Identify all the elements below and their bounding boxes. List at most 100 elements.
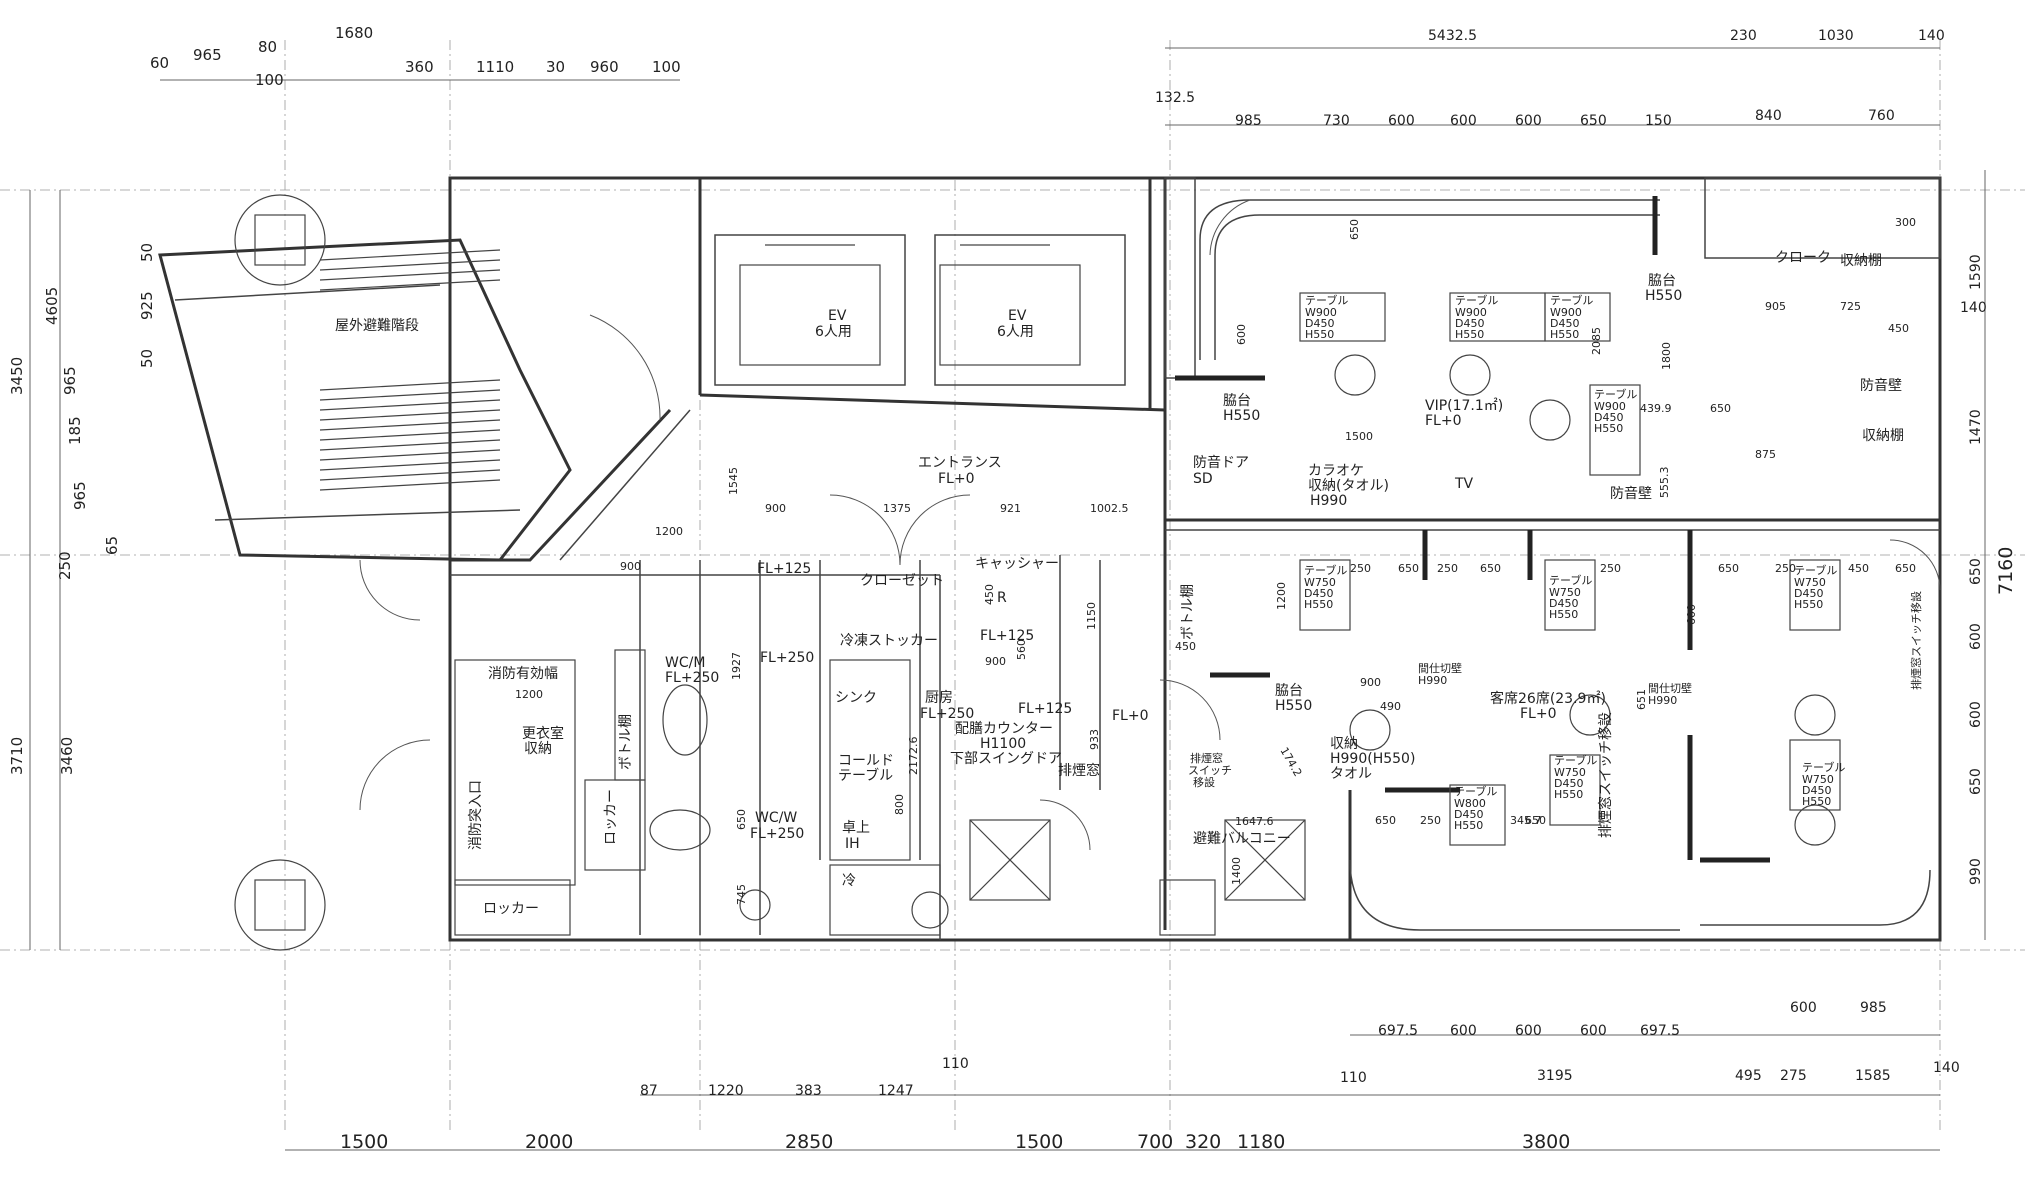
table-g6-h: H550 xyxy=(1454,819,1483,832)
dim-650r2: 650 xyxy=(1968,768,1984,795)
cold-label: 冷 xyxy=(842,873,856,889)
bottle-shelf-label: ボトル棚 xyxy=(618,714,634,770)
inner-dim-900c: 900 xyxy=(985,655,1006,668)
balc-dim-1: 697.5 xyxy=(1378,1023,1418,1039)
table-g1-h: H550 xyxy=(1304,598,1333,611)
elevators xyxy=(714,234,1126,386)
dimension-lines xyxy=(29,47,1986,1151)
bottom-sub-383: 383 xyxy=(795,1083,822,1099)
top-dimension-labels: 1680 60 965 80 100 360 1110 30 960 100 xyxy=(150,24,681,89)
ih-label-2: IH xyxy=(845,836,860,852)
table-vip-3-h: H550 xyxy=(1550,328,1579,341)
counter-label-3: 下部スイングドア xyxy=(950,751,1062,767)
table-g5-w: W750 xyxy=(1802,773,1834,786)
table-g1-d: D450 xyxy=(1304,587,1333,600)
inner-dim-250d: 250 xyxy=(1600,562,1621,575)
table-vip-3-title: テーブル xyxy=(1550,293,1593,307)
partition-1: 間仕切壁 xyxy=(1418,661,1462,675)
dim-600r2: 600 xyxy=(1968,701,1984,728)
balc-dim-6: 600 xyxy=(1790,1000,1817,1016)
table-g4-w: W750 xyxy=(1554,766,1586,779)
storage-towel-1: 収納 xyxy=(1330,736,1358,752)
closet-label: クローゼット xyxy=(860,573,944,589)
inner-dim-1200c: 1200 xyxy=(1275,582,1288,610)
door-swings xyxy=(359,199,1941,851)
balc-dim-3: 600 xyxy=(1515,1023,1542,1039)
dim-230: 230 xyxy=(1730,28,1757,44)
dim-925: 925 xyxy=(138,291,156,320)
inner-dim-1375: 1375 xyxy=(883,502,911,515)
smoke-switch-2: 排煙窓スイッチ移設 xyxy=(1597,712,1614,838)
table-g4-h: H550 xyxy=(1554,788,1583,801)
dim-3710: 3710 xyxy=(8,737,26,775)
bottom-dim-1180: 1180 xyxy=(1237,1131,1285,1153)
dim-650: 650 xyxy=(1580,113,1607,129)
bottom-dim-2000: 2000 xyxy=(525,1131,573,1153)
inner-dim-900a: 900 xyxy=(765,502,786,515)
kitchen-fl: FL+250 xyxy=(920,706,974,722)
table-vip-4-title: テーブル xyxy=(1594,387,1637,401)
table-g5-h: H550 xyxy=(1802,795,1831,808)
inner-dim-1002: 1002.5 xyxy=(1090,502,1129,515)
freezer-label: 冷凍ストッカー xyxy=(840,633,938,649)
inner-dim-650b: 650 xyxy=(1375,814,1396,827)
inner-dim-600a: 600 xyxy=(1235,324,1248,345)
table-vip-3-w: W900 xyxy=(1550,306,1582,319)
inner-dim-905: 905 xyxy=(1765,300,1786,313)
vip-label: VIP(17.1㎡) xyxy=(1425,398,1503,414)
smoke-switch-1c: 移設 xyxy=(1193,775,1215,789)
inner-dim-1927: 1927 xyxy=(730,652,743,680)
inner-dim-250e: 250 xyxy=(1775,562,1796,575)
inner-dim-1545: 1545 xyxy=(727,467,740,495)
dim-132: 132.5 xyxy=(1155,90,1195,106)
side-table-1-h: H550 xyxy=(1223,408,1260,424)
table-g6-d: D450 xyxy=(1454,808,1483,821)
inner-dim-250a: 250 xyxy=(1420,814,1441,827)
furniture xyxy=(454,292,1841,936)
dim-50b: 50 xyxy=(138,349,156,368)
dim-3450: 3450 xyxy=(8,357,26,395)
ev2-cap: 6人用 xyxy=(997,324,1034,340)
dim-985: 985 xyxy=(1235,113,1262,129)
building-walls xyxy=(448,176,1942,942)
inner-dimension-labels: 1545 900 1375 921 1002.5 1200 900 450 19… xyxy=(515,216,1916,905)
inner-dim-875: 875 xyxy=(1755,448,1776,461)
fl125-c: FL+125 xyxy=(1018,701,1072,717)
inner-dim-1500: 1500 xyxy=(1345,430,1373,443)
table-vip-2-h: H550 xyxy=(1455,328,1484,341)
cold-table-label-1: コールド xyxy=(838,753,894,769)
grid-lines xyxy=(0,40,2025,1130)
fl125-a: FL+125 xyxy=(757,561,811,577)
table-g1-title: テーブル xyxy=(1304,563,1347,577)
inner-dim-1800: 1800 xyxy=(1660,342,1673,370)
cloak-label: クローク xyxy=(1775,250,1831,266)
table-g3-title: テーブル xyxy=(1794,563,1837,577)
dim-600r1: 600 xyxy=(1968,623,1984,650)
inner-dim-650g: 650 xyxy=(1480,562,1501,575)
wcw-label: WC/W xyxy=(755,810,797,826)
storage-label-2: 収納棚 xyxy=(1862,428,1904,444)
counter-label-1: 配膳カウンター xyxy=(955,721,1053,737)
inner-dim-651: 651 xyxy=(1635,689,1648,710)
inner-dim-650a: 650 xyxy=(735,809,748,830)
dim-1470: 1470 xyxy=(1968,409,1984,445)
dim-140r: 140 xyxy=(1960,300,1987,316)
side-table-2: 脇台 xyxy=(1648,273,1676,289)
table-vip-3-d: D450 xyxy=(1550,317,1579,330)
table-vip-4-d: D450 xyxy=(1594,411,1623,424)
entrance-label: エントランス xyxy=(918,455,1002,471)
inner-dim-650e: 650 xyxy=(1348,219,1361,240)
wcm-fl: FL+250 xyxy=(665,670,719,686)
table-g2-title: テーブル xyxy=(1549,573,1592,587)
sink-label: シンク xyxy=(835,690,877,706)
inner-dim-745: 745 xyxy=(735,884,748,905)
bottom-sub-110a: 110 xyxy=(942,1056,969,1072)
table-vip-1-d: D450 xyxy=(1305,317,1334,330)
dim-650r: 650 xyxy=(1968,558,1984,585)
locker-room-storage: 収納 xyxy=(524,741,552,757)
counter-label-2: H1100 xyxy=(980,736,1026,752)
storage-towel-3: タオル xyxy=(1330,766,1372,782)
dim-5432: 5432.5 xyxy=(1428,28,1477,44)
smoke-switch-1a: 排煙窓 xyxy=(1190,751,1223,765)
table-g3-d: D450 xyxy=(1794,587,1823,600)
